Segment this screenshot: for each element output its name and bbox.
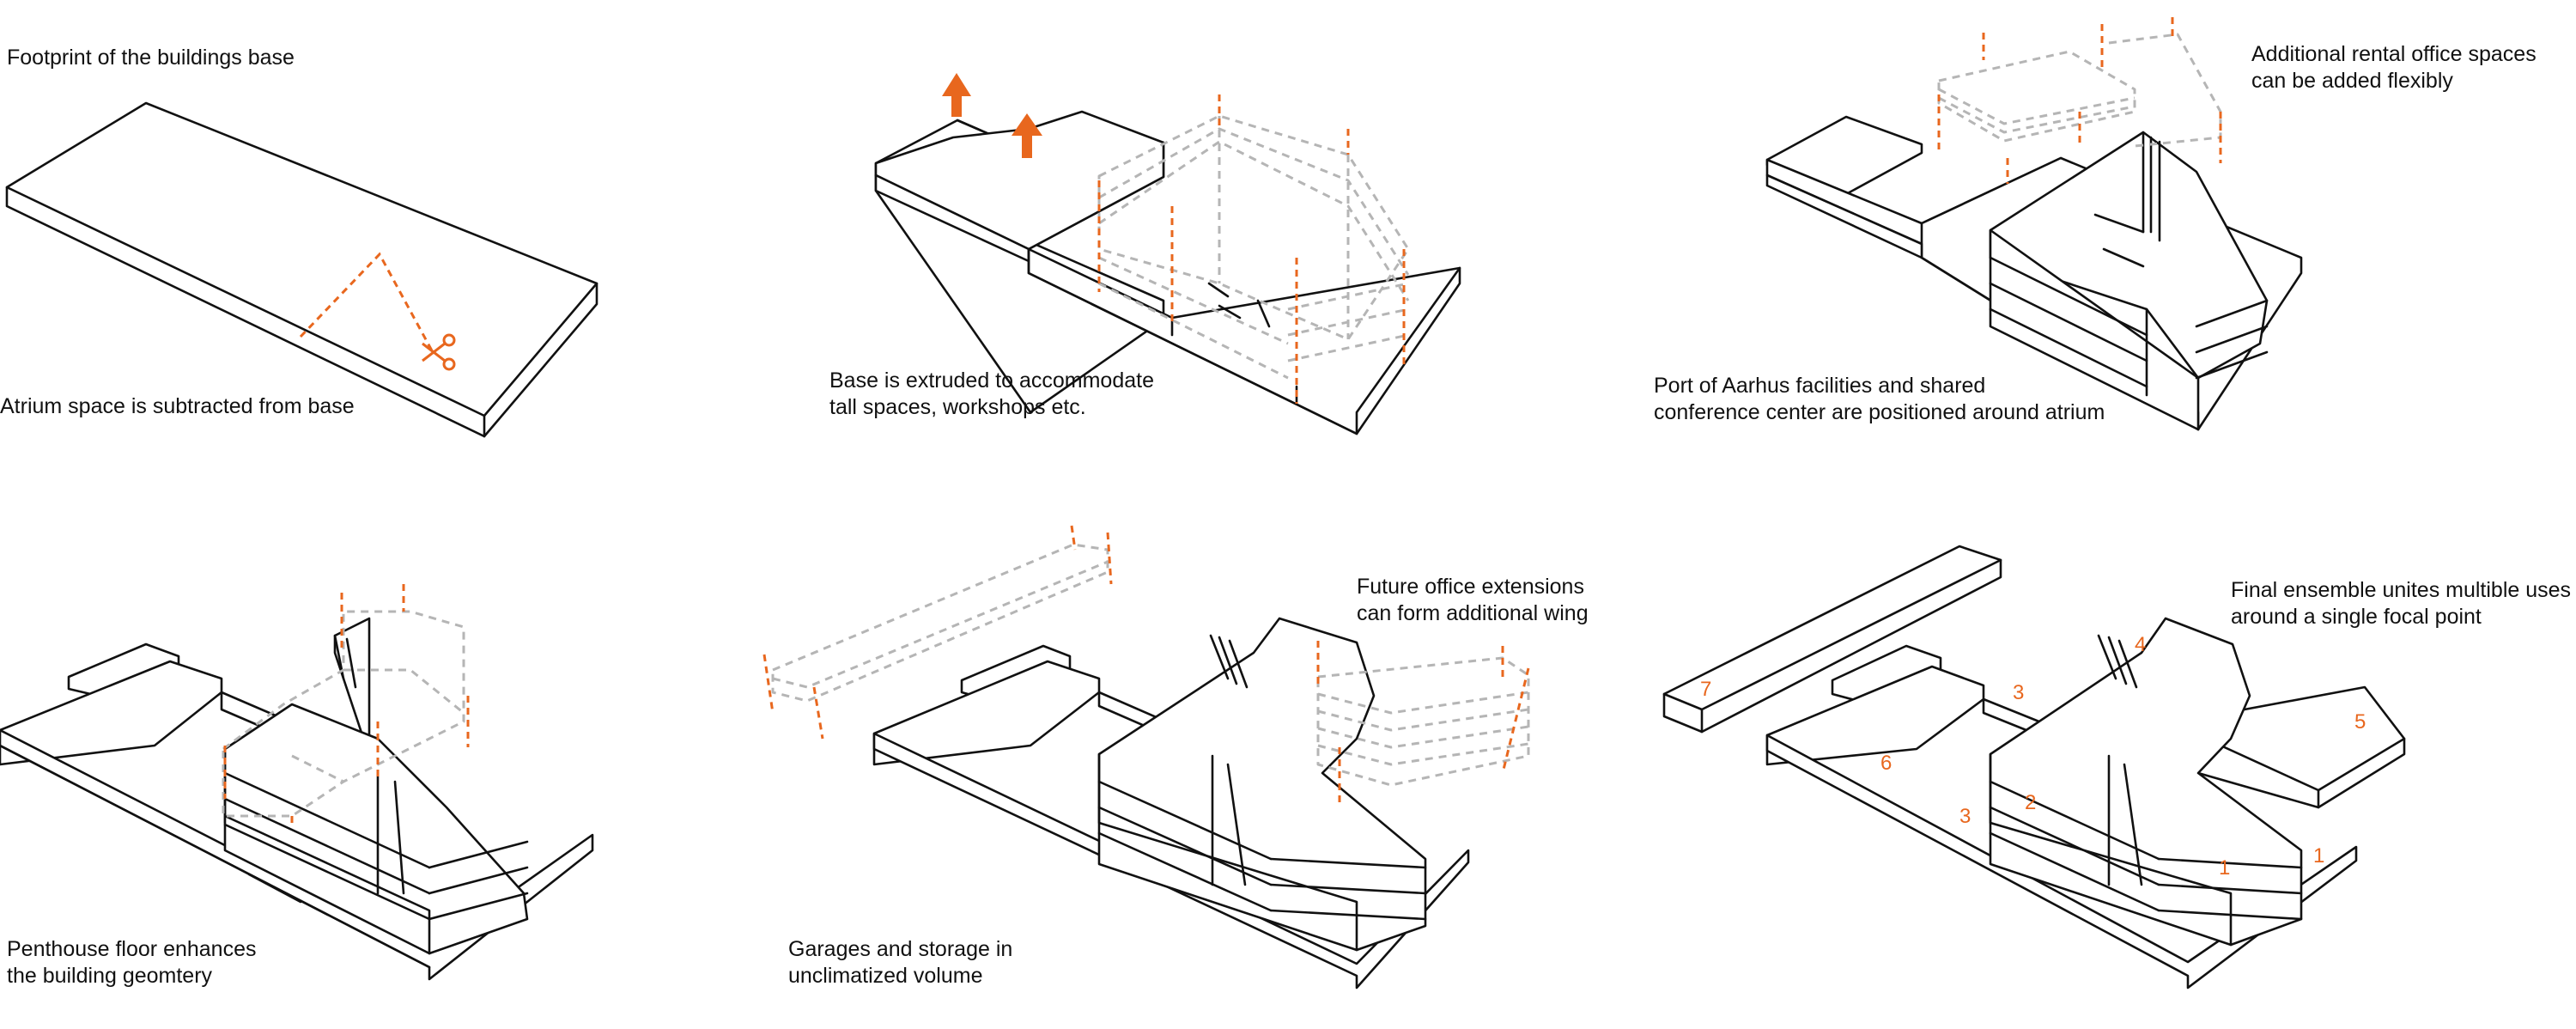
- label-3-upper: 3: [2013, 681, 2024, 704]
- label-3-lower: 3: [1959, 805, 1971, 828]
- caption-atrium: Atrium space is subtracted from base: [0, 394, 355, 418]
- arrow-up-icon: [942, 73, 971, 117]
- caption-port-facilities: Port of Aarhus facilities and shared con…: [1654, 374, 2105, 424]
- scissors-icon: [422, 333, 456, 371]
- panel-1-diagram: [5, 101, 598, 438]
- label-1-tower: 1: [2219, 856, 2230, 880]
- label-2: 2: [2025, 791, 2036, 814]
- panel-5-diagram: [762, 525, 1530, 989]
- panel-4-diagram: [0, 584, 594, 981]
- caption-future-extensions: Future office extensions can form additi…: [1357, 575, 1589, 625]
- caption-footprint: Footprint of the buildings base: [7, 46, 295, 70]
- label-5: 5: [2354, 710, 2366, 734]
- label-1-base: 1: [2313, 844, 2324, 868]
- caption-penthouse: Penthouse floor enhances the building ge…: [7, 937, 257, 988]
- panel-6-diagram: 7 3 4 5 6 3 2 1 1: [1662, 545, 2406, 989]
- caption-garages: Garages and storage in unclimatized volu…: [788, 937, 1013, 988]
- label-6: 6: [1880, 752, 1892, 775]
- caption-extruded-base: Base is extruded to accommodate tall spa…: [829, 368, 1154, 419]
- label-4: 4: [2135, 633, 2146, 656]
- panel-3-diagram: [1765, 17, 2303, 431]
- caption-rental-offices: Additional rental office spaces can be a…: [2251, 42, 2537, 93]
- caption-final-ensemble: Final ensemble unites multible uses arou…: [2231, 578, 2572, 629]
- label-7: 7: [1700, 678, 1711, 701]
- panel-2-diagram: [874, 73, 1461, 435]
- arrow-up-icon: [1012, 113, 1042, 158]
